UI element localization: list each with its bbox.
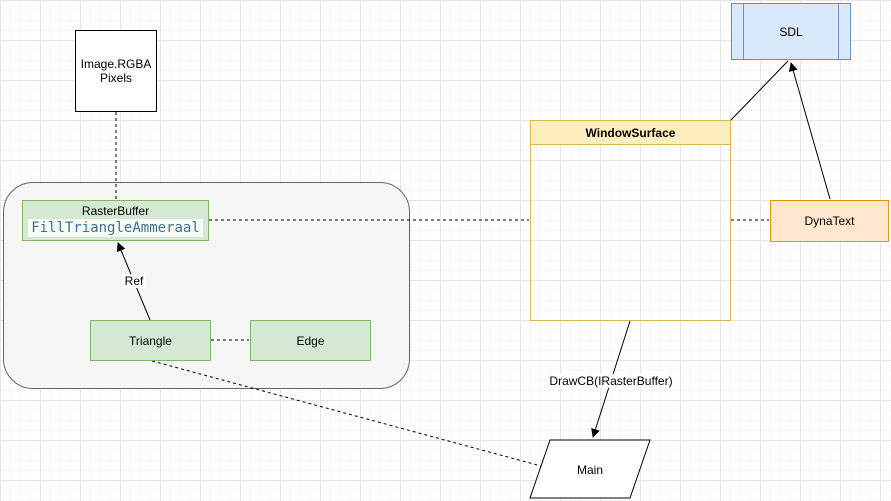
edge-triangle-main[interactable]: [151, 360, 542, 467]
main-node[interactable]: [529, 439, 651, 499]
edge-dynatext-sdl[interactable]: [788, 62, 831, 200]
windowsurface-title: WindowSurface: [585, 125, 676, 140]
rasterbuffer-node[interactable]: RasterBuffer FillTriangleAmmeraal: [22, 200, 209, 241]
edge-node[interactable]: Edge: [250, 320, 371, 361]
rasterbuffer-title: RasterBuffer: [81, 204, 150, 218]
image-rgba-pixels-label: Image.RGBA Pixels: [80, 57, 152, 85]
image-rgba-pixels-node[interactable]: Image.RGBA Pixels: [75, 30, 157, 112]
sdl-right-bar: [838, 4, 839, 59]
ref-edge-label[interactable]: Ref: [122, 274, 146, 288]
sdl-label: SDL: [779, 24, 803, 39]
rasterbuffer-code: FillTriangleAmmeraal: [28, 219, 203, 237]
edge-label: Edge: [296, 333, 325, 348]
triangle-label: Triangle: [129, 333, 172, 348]
dynatext-label: DynaText: [804, 214, 855, 228]
main-node-label: Main: [576, 463, 604, 477]
sdl-left-bar: [743, 4, 744, 59]
drawcb-edge-label[interactable]: DrawCB(IRasterBuffer): [547, 374, 675, 388]
edge-windowsurface-sdl[interactable]: [729, 60, 789, 122]
triangle-node[interactable]: Triangle: [90, 320, 211, 361]
windowsurface-node[interactable]: WindowSurface: [530, 120, 731, 321]
sdl-node[interactable]: SDL: [731, 3, 851, 60]
dynatext-node[interactable]: DynaText: [770, 200, 889, 242]
windowsurface-header[interactable]: WindowSurface: [531, 121, 730, 145]
